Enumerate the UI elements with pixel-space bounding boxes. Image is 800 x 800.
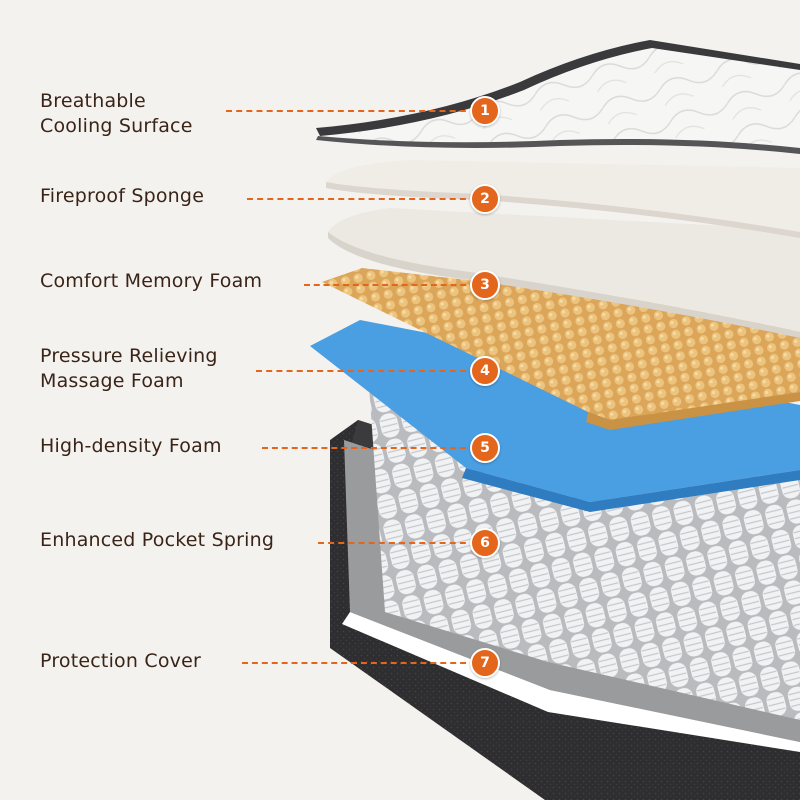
leader-line-1	[226, 110, 476, 112]
leader-line-6	[318, 542, 476, 544]
layer-label-6: Enhanced Pocket Spring	[40, 529, 275, 551]
layer-badge-6: 6	[470, 528, 500, 558]
memory-foam-layer	[328, 208, 800, 338]
layer-badge-2: 2	[470, 184, 500, 214]
cooling-surface-layer	[316, 40, 800, 154]
leader-line-2	[247, 198, 476, 200]
leader-line-7	[242, 662, 476, 664]
layer-label-5: High-density Foam	[40, 435, 222, 457]
layer-badge-4: 4	[470, 356, 500, 386]
layer-badge-1: 1	[470, 96, 500, 126]
fireproof-sponge-layer	[326, 160, 800, 238]
layer-badge-5: 5	[470, 433, 500, 463]
leader-line-5	[262, 447, 476, 449]
layer-label-4: Pressure Relieving Massage Foam	[40, 345, 218, 392]
leader-line-3	[304, 284, 476, 286]
high-density-foam-layer	[310, 320, 800, 512]
layer-badge-7: 7	[470, 648, 500, 678]
layer-badge-3: 3	[470, 270, 500, 300]
layer-label-1: Breathable Cooling Surface	[40, 90, 193, 137]
layer-label-7: Protection Cover	[40, 650, 201, 672]
layer-label-2: Fireproof Sponge	[40, 185, 205, 207]
leader-line-4	[256, 370, 476, 372]
layer-label-3: Comfort Memory Foam	[40, 270, 263, 292]
